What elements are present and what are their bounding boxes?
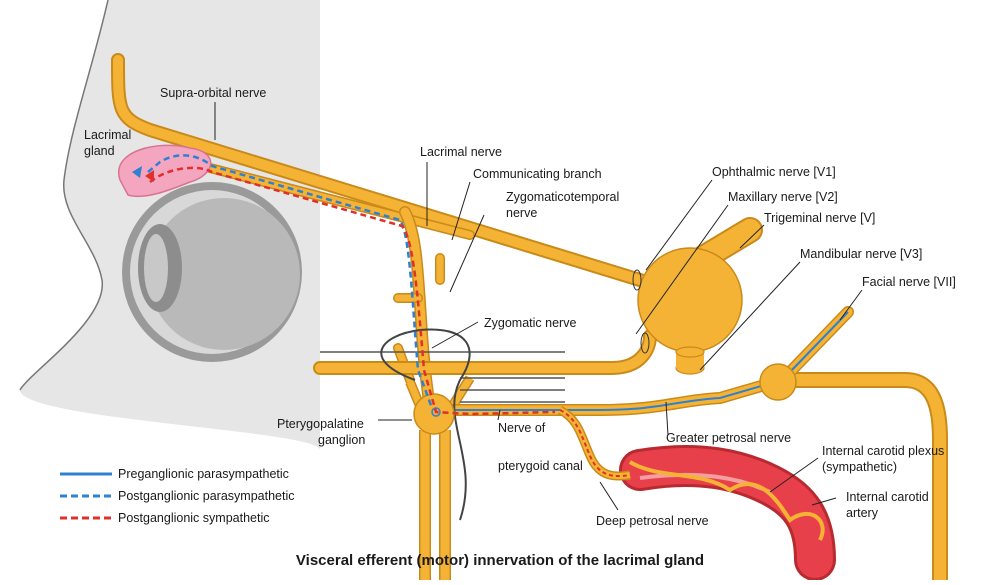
label-deep-petrosal: Deep petrosal nerve xyxy=(596,514,709,528)
eyeball xyxy=(122,182,302,362)
label-ica-2: artery xyxy=(846,506,879,520)
caption: Visceral efferent (motor) innervation of… xyxy=(296,552,704,569)
label-pterygoid-1: Nerve of xyxy=(498,421,546,435)
fibre-pathways xyxy=(132,154,556,416)
label-zygomaticotemporal-2: nerve xyxy=(506,206,537,220)
face-outline xyxy=(19,0,109,391)
supraorbital-nerve xyxy=(111,53,647,287)
label-ophthalmic: Ophthalmic nerve [V1] xyxy=(712,165,836,179)
label-communicating: Communicating branch xyxy=(473,167,602,181)
label-pterygoid-2: pterygoid canal xyxy=(498,459,583,473)
label-supraorbital: Supra-orbital nerve xyxy=(160,86,266,100)
facial-nerve xyxy=(759,306,948,580)
legend-label-postganglionic-symp: Postganglionic sympathetic xyxy=(118,511,269,525)
legend: Preganglionic parasympathetic Postgangli… xyxy=(60,467,295,525)
label-lacrimal-nerve: Lacrimal nerve xyxy=(420,145,502,159)
label-mandibular: Mandibular nerve [V3] xyxy=(800,247,922,261)
labels: Supra-orbital nerve Lacrimal gland Lacri… xyxy=(84,86,956,528)
label-pterygopalatine-2: ganglion xyxy=(318,433,365,447)
label-zygomaticotemporal-1: Zygomaticotemporal xyxy=(506,190,619,204)
label-lacrimal-gland-2: gland xyxy=(84,144,115,158)
legend-label-postganglionic-para: Postganglionic parasympathetic xyxy=(118,489,295,503)
greater-petrosal-nerve xyxy=(445,376,777,416)
label-ica-plexus-1: Internal carotid plexus xyxy=(822,444,944,458)
deep-petrosal-nerve xyxy=(557,405,631,481)
trigeminal-ganglion xyxy=(632,217,763,375)
label-lacrimal-gland-1: Lacrimal xyxy=(84,128,131,142)
label-ica-plexus-2: (sympathetic) xyxy=(822,460,897,474)
label-facial: Facial nerve [VII] xyxy=(862,275,956,289)
label-pterygopalatine-1: Pterygopalatine xyxy=(277,417,364,431)
label-trigeminal: Trigeminal nerve [V] xyxy=(764,211,875,225)
legend-label-preganglionic-para: Preganglionic parasympathetic xyxy=(118,467,289,481)
internal-carotid-artery xyxy=(619,445,836,581)
leader-lines xyxy=(214,102,863,511)
label-greater-petrosal: Greater petrosal nerve xyxy=(666,431,791,445)
label-maxillary: Maxillary nerve [V2] xyxy=(728,190,838,204)
canal-lines xyxy=(320,351,565,403)
maxillary-nerve xyxy=(313,329,657,375)
label-zygomatic: Zygomatic nerve xyxy=(484,316,576,330)
lacrimal-gland xyxy=(117,144,212,198)
label-ica-1: Internal carotid xyxy=(846,490,929,504)
